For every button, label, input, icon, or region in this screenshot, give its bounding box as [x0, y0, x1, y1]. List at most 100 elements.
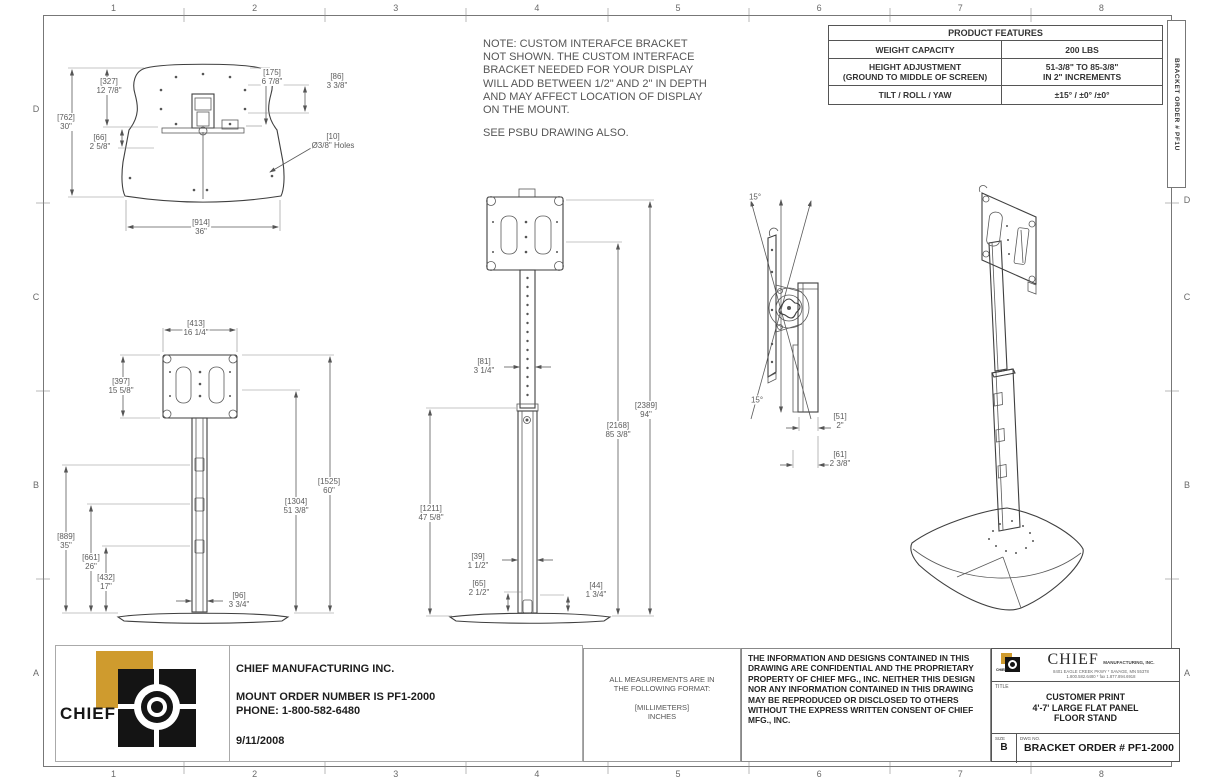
drawing-title: CUSTOMER PRINT 4'-7' LARGE FLAT PANEL FL…	[1032, 692, 1139, 723]
zone-ruler-label: 3	[393, 3, 399, 13]
dimension-label: [762] 30"	[56, 113, 76, 131]
product-features-table: PRODUCT FEATURES WEIGHT CAPACITY 200 LBS…	[828, 25, 1163, 105]
zone-ruler-label: 7	[957, 769, 963, 779]
feature-value: 51-3/8" TO 85-3/8" IN 2" INCREMENTS	[1042, 62, 1122, 82]
chief-mini-logo: CHIEF	[996, 653, 1022, 677]
dimension-label: [61] 2 3/8"	[828, 450, 852, 468]
dimension-label: [51] 2"	[832, 412, 848, 430]
dimension-label: [65] 2 1/2"	[467, 579, 491, 597]
zone-ruler-label: 8	[1098, 3, 1104, 13]
table-row: WEIGHT CAPACITY 200 LBS	[829, 41, 1162, 59]
extended-view-drawing	[426, 188, 654, 624]
dimension-label: [86] 3 3/8"	[325, 72, 349, 90]
zone-ruler-label: 6	[816, 3, 822, 13]
see-psbu-note: SEE PSBU DRAWING ALSO.	[483, 127, 629, 139]
table-row: TILT / ROLL / YAW ±15° / ±0° /±0°	[829, 86, 1162, 104]
title-block-brand-row: CHIEF CHIEF MANUFACTURING, INC. 8401 EAG…	[992, 649, 1179, 682]
dimension-label: [66] 2 5/8"	[88, 133, 112, 151]
table-row: HEIGHT ADJUSTMENT (GROUND TO MIDDLE OF S…	[829, 59, 1162, 86]
isometric-view-drawing	[910, 185, 1084, 611]
zone-ruler-label: 8	[1098, 769, 1104, 779]
custom-bracket-note: NOTE: CUSTOM INTERAFCE BRACKET NOT SHOWN…	[483, 38, 707, 117]
logo-target-center	[151, 701, 163, 713]
feature-value: 200 LBS	[1065, 44, 1099, 55]
dimension-label: [10] Ø3/8" Holes	[310, 132, 356, 150]
zone-ruler-label: 1	[111, 3, 117, 13]
zone-ruler-label: 6	[816, 769, 822, 779]
company-name: CHIEF MANUFACTURING INC.	[236, 663, 395, 675]
zone-ruler-label: C	[32, 292, 40, 302]
zone-ticks	[36, 8, 1179, 774]
format-note-top: ALL MEASUREMENTS ARE IN THE FOLLOWING FO…	[609, 675, 715, 693]
footer-divider	[229, 646, 230, 761]
bracket-order-stamp-text: BRACKET ORDER # PF1U	[1173, 57, 1180, 151]
format-note-bottom: [MILLIMETERS] INCHES	[634, 703, 690, 721]
dimension-label: 15°	[747, 192, 763, 202]
drawing-date: 9/11/2008	[236, 735, 285, 747]
zone-ruler-label: B	[32, 480, 40, 490]
zone-ruler-label: D	[32, 104, 40, 114]
dimension-label: [2168] 85 3/8"	[604, 421, 632, 439]
dimension-label: [397] 15 5/8"	[107, 377, 135, 395]
zone-ruler-label: 4	[534, 769, 540, 779]
dimension-label: [39] 1 1/2"	[466, 552, 490, 570]
dimension-label: [889] 35"	[56, 532, 76, 550]
zone-ruler-label: 2	[252, 3, 258, 13]
dimension-label: [175] 6 7/8"	[260, 68, 284, 86]
logo-wordmark: CHIEF	[996, 668, 1007, 672]
dimension-label: [81] 3 1/4"	[472, 357, 496, 375]
logo-wordmark: CHIEF	[60, 704, 116, 723]
confidentiality-notice-box: THE INFORMATION AND DESIGNS CONTAINED IN…	[741, 648, 991, 762]
mount-order-number: MOUNT ORDER NUMBER IS PF1-2000	[236, 691, 436, 703]
dimension-label: [1211] 47 5/8"	[417, 504, 445, 522]
dimension-label: [44] 1 3/4"	[584, 581, 608, 599]
zone-ruler-label: 1	[111, 769, 117, 779]
footer-info-block: CHIEF CHIEF MANUFACTURING INC. MOUNT ORD…	[55, 645, 583, 762]
dimension-label: [327] 12 7/8"	[95, 77, 123, 95]
side-view-drawing	[750, 199, 831, 468]
feature-label: WEIGHT CAPACITY	[829, 41, 1003, 58]
zone-ruler-label: 2	[252, 769, 258, 779]
brand-line: CHIEF MANUFACTURING, INC.	[1026, 651, 1176, 669]
confidentiality-text: THE INFORMATION AND DESIGNS CONTAINED IN…	[748, 653, 975, 726]
zone-ruler-label: 4	[534, 3, 540, 13]
dimension-label: 15°	[749, 395, 765, 405]
company-address: 8401 EAGLE CREEK PKWY * SAVAGE, MN 55378…	[1053, 669, 1149, 679]
dimension-label: [413] 16 1/4"	[182, 319, 210, 337]
title-block-number-row: SIZE B DWG NO. BRACKET ORDER # PF1-2000	[992, 734, 1179, 763]
dimension-label: [2389] 94"	[633, 401, 659, 419]
zone-ruler-label: 5	[675, 3, 681, 13]
measurement-format-box: ALL MEASUREMENTS ARE IN THE FOLLOWING FO…	[583, 648, 741, 762]
zone-ruler-label: B	[1183, 480, 1191, 490]
dimension-label: [432] 17"	[96, 573, 116, 591]
zone-ruler-label: A	[32, 668, 40, 678]
size-value: B	[1000, 742, 1008, 753]
logo-target-ring	[1008, 660, 1017, 669]
dimension-label: [96] 3 3/4"	[227, 591, 251, 609]
size-cell: SIZE B	[992, 734, 1017, 763]
zone-ruler-label: D	[1183, 195, 1191, 205]
feature-label: HEIGHT ADJUSTMENT (GROUND TO MIDDLE OF S…	[829, 59, 1003, 85]
dwg-label: DWG NO.	[1020, 736, 1041, 741]
zone-ruler-label: A	[1183, 668, 1191, 678]
dimension-label: [661] 26"	[81, 553, 101, 571]
brand-name: CHIEF	[1047, 651, 1099, 668]
feature-label: TILT / ROLL / YAW	[829, 86, 1003, 104]
zone-ruler-label: 7	[957, 3, 963, 13]
zone-ruler-label: C	[1183, 292, 1191, 302]
title-label: TITLE	[995, 684, 1009, 690]
dimension-label: [1525] 60"	[316, 477, 342, 495]
zone-ruler-label: 5	[675, 769, 681, 779]
brand-suffix: MANUFACTURING, INC.	[1103, 660, 1155, 665]
dwg-number-value: BRACKET ORDER # PF1-2000	[1024, 742, 1174, 754]
zone-ruler-label: 3	[393, 769, 399, 779]
title-block: CHIEF CHIEF MANUFACTURING, INC. 8401 EAG…	[991, 648, 1180, 763]
dwg-number-cell: DWG NO. BRACKET ORDER # PF1-2000	[1017, 734, 1181, 763]
phone-number: PHONE: 1-800-582-6480	[236, 705, 361, 717]
feature-value: ±15° / ±0° /±0°	[1054, 90, 1110, 100]
title-block-title-row: TITLE CUSTOMER PRINT 4'-7' LARGE FLAT PA…	[992, 682, 1179, 734]
features-table-title: PRODUCT FEATURES	[829, 26, 1162, 41]
size-label: SIZE	[995, 736, 1006, 741]
